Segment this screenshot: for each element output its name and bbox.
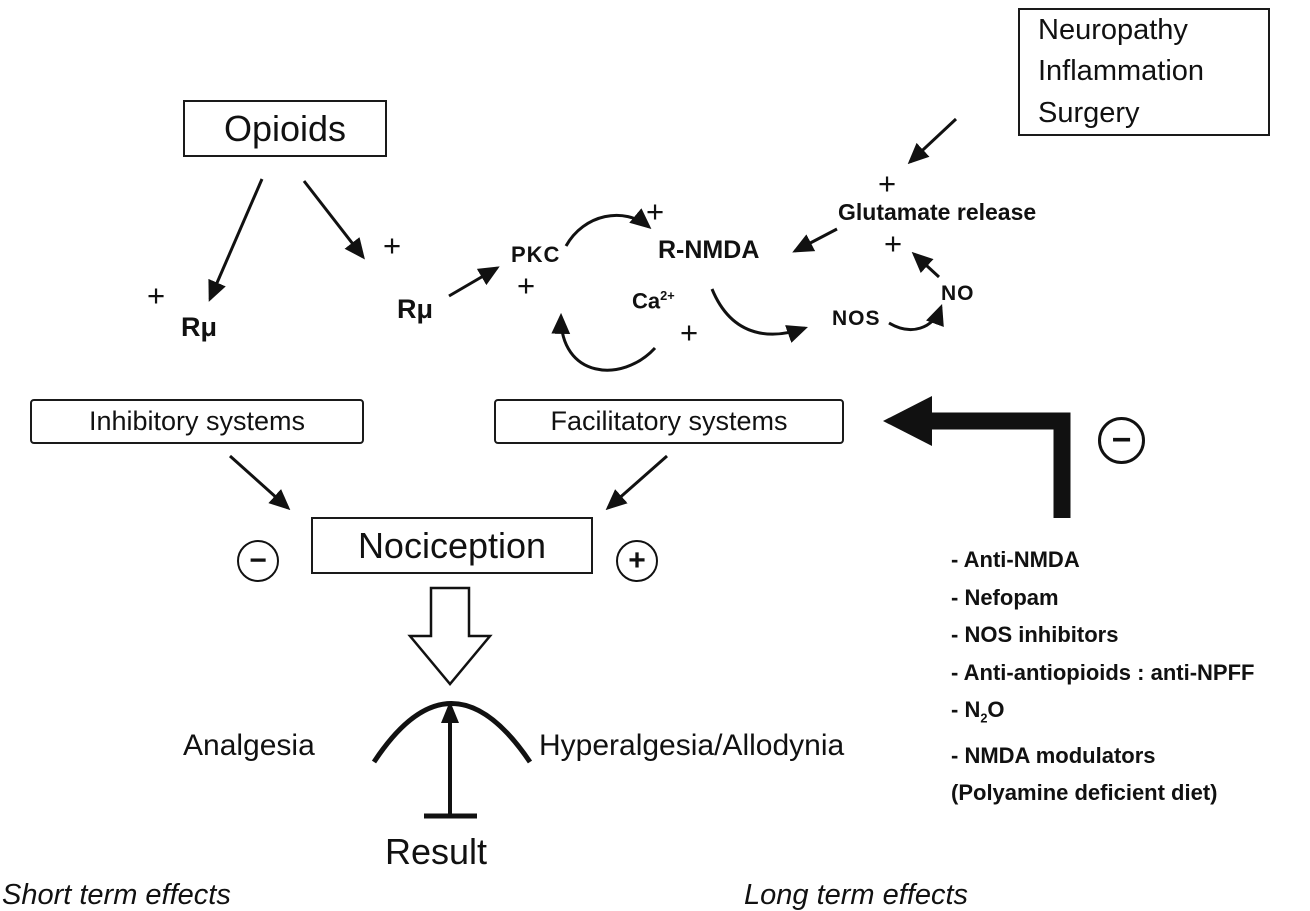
opioids-label: Opioids [223, 107, 347, 149]
circled-plus-nociception: + [616, 540, 658, 582]
minus-glyph: − [249, 544, 267, 577]
plus-sign-rnmda: + [646, 194, 665, 229]
plus-sign-pkc: + [517, 268, 536, 303]
arrow-rnmda-to-nos [710, 288, 808, 343]
arrow-inhibitory-to-nociception [228, 454, 291, 511]
n2o-prefix: - N [951, 697, 981, 722]
plus-sign-ca: + [680, 315, 699, 350]
plus-sign-glutamate-top: + [878, 166, 897, 201]
pkc-label: PKC [511, 242, 561, 267]
drug-item-nos-inhibitors: - NOS inhibitors [951, 622, 1119, 647]
ca-superscript: 2+ [660, 288, 675, 303]
plus-sign-glutamate-bottom: + [884, 226, 903, 261]
drug-item-nmda-modulators: - NMDA modulators [951, 742, 1156, 768]
result-arrow [424, 701, 477, 819]
facilitatory-systems-box: Facilitatory systems [494, 399, 844, 444]
hyperalgesia-label: Hyperalgesia/Allodynia [539, 729, 845, 762]
drug-item-anti-nmda: - Anti-NMDA [951, 547, 1080, 572]
nociception-box: Nociception [311, 517, 593, 574]
no-label: NO [941, 282, 975, 305]
drug-item-polyamine-diet: (Polyamine deficient diet) [951, 780, 1218, 806]
inhibitory-systems-label: Inhibitory systems [88, 406, 306, 436]
analgesia-label: Analgesia [183, 729, 315, 762]
nociception-label: Nociception [357, 524, 547, 566]
short-term-effects-label: Short term effects [2, 879, 231, 911]
long-term-effects-label: Long term effects [744, 879, 969, 911]
hollow-down-arrow [407, 586, 493, 686]
neuropathy-line-3: Surgery [1038, 96, 1140, 129]
circled-minus-nociception: − [237, 540, 279, 582]
plus-sign-rmu-right: + [383, 228, 402, 263]
drug-list: - Anti-NMDA - Nefopam - NOS inhibitors -… [951, 541, 1254, 812]
inhibitory-systems-box: Inhibitory systems [30, 399, 364, 444]
balance-arc [371, 701, 533, 764]
arrow-nos-to-no [888, 304, 944, 332]
result-label: Result [385, 831, 488, 872]
plus-glyph: + [628, 544, 646, 577]
arrow-no-to-glutamate-plus [911, 251, 941, 279]
drug-item-n2o: - N2O [951, 691, 1254, 737]
n2o-subscript: 2 [980, 710, 988, 726]
minus-glyph: − [1111, 421, 1132, 459]
neuropathy-box: Neuropathy Inflammation Surgery [1018, 8, 1270, 136]
ca-base: Ca [632, 288, 661, 314]
arrow-glutamate-to-rnmda [792, 227, 838, 253]
thick-inhibition-arrow [883, 396, 1071, 518]
circled-minus-inhibition: − [1098, 417, 1145, 464]
drug-item-nefopam: - Nefopam [951, 584, 1059, 610]
arrow-opioids-to-rmu-right [302, 180, 365, 260]
nos-label: NOS [832, 307, 881, 330]
rmu-left-label: Rμ [181, 312, 218, 342]
arrow-facilitatory-to-nociception [605, 454, 668, 511]
rmu-right-label: Rμ [397, 294, 434, 324]
ca-label: Ca2+ [632, 288, 675, 314]
r-nmda-label: R-NMDA [658, 236, 760, 264]
arrow-ca-to-pkc [551, 312, 657, 372]
arrow-rmu-to-pkc [448, 266, 500, 298]
arrow-opioids-to-rmu-left [208, 178, 264, 302]
drug-item-anti-antiopioids: - Anti-antiopioids : anti-NPFF [951, 659, 1255, 685]
plus-sign-rmu-left: + [147, 278, 166, 313]
facilitatory-systems-label: Facilitatory systems [550, 406, 788, 436]
glutamate-release-label: Glutamate release [838, 199, 1037, 225]
arrow-neuropathy-to-glutamate [907, 117, 958, 165]
neuropathy-line-2: Inflammation [1038, 55, 1205, 88]
opioids-box: Opioids [183, 100, 387, 157]
n2o-suffix: O [987, 697, 1005, 722]
arrow-pkc-to-rnmda [564, 208, 652, 247]
neuropathy-line-1: Neuropathy [1038, 14, 1188, 47]
